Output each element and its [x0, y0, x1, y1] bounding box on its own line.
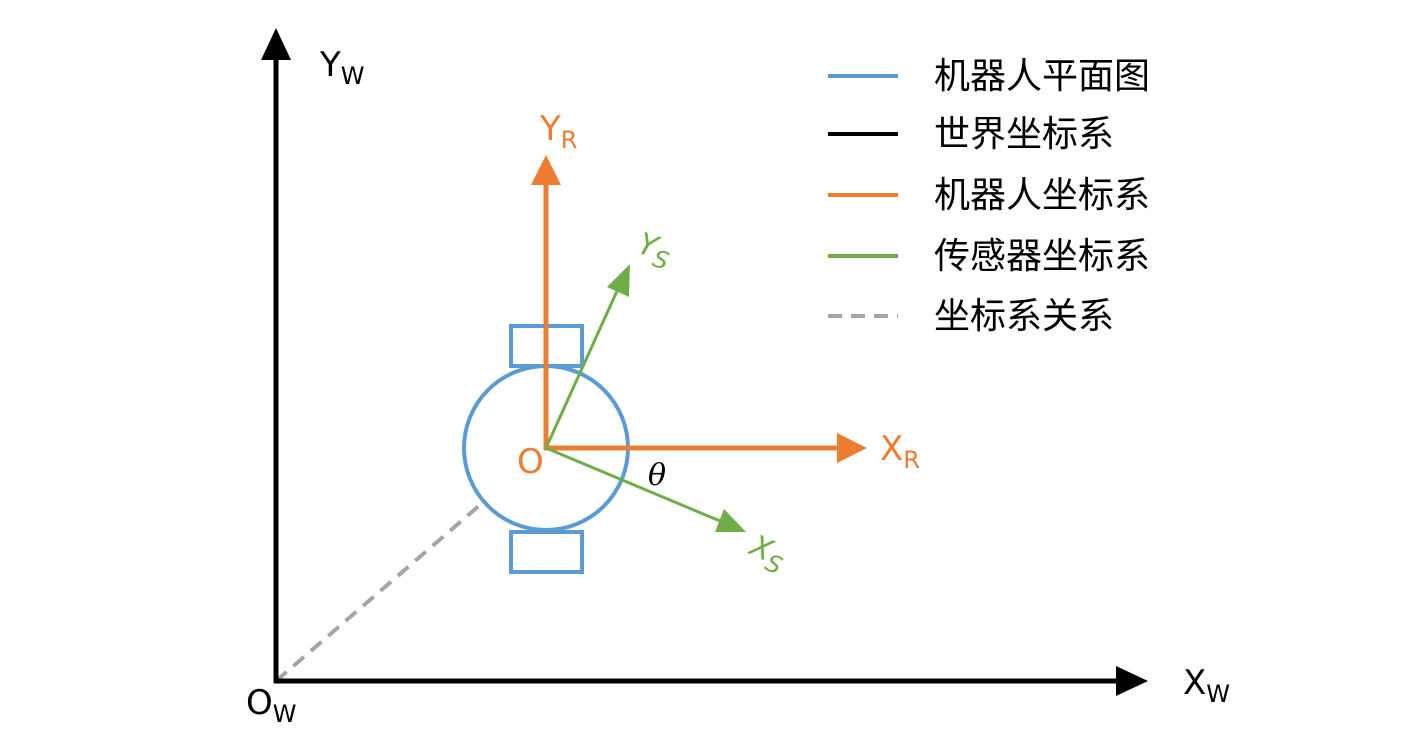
world-x-arrowhead — [1116, 666, 1148, 696]
legend-label: 坐标系关系 — [934, 296, 1114, 337]
legend-label: 世界坐标系 — [934, 114, 1114, 155]
sensor-y-arrowhead — [607, 264, 630, 297]
sensor-x-label: XS — [740, 528, 791, 581]
world-frame — [261, 28, 1148, 696]
sensor-y-axis — [544, 290, 619, 449]
sensor-y-label: YS — [632, 226, 677, 275]
sensor-x-arrowhead — [715, 509, 746, 532]
robot-origin-label: O — [517, 442, 544, 482]
robot-y-label: YR — [539, 109, 577, 154]
robot-y-arrowhead — [531, 155, 561, 185]
legend: 机器人平面图 世界坐标系 机器人坐标系 传感器坐标系 坐标系关系 — [828, 56, 1150, 337]
legend-item-world-frame: 世界坐标系 — [828, 114, 1114, 155]
legend-item-robot-frame: 机器人坐标系 — [828, 175, 1150, 216]
sensor-frame — [544, 264, 746, 532]
robot-frame — [531, 155, 867, 463]
legend-item-relation: 坐标系关系 — [828, 296, 1114, 337]
world-origin-label: OW — [246, 683, 297, 728]
robot-x-label: XR — [880, 429, 920, 474]
robot-x-arrowhead — [837, 433, 867, 463]
theta-angle-label: θ — [648, 458, 666, 493]
legend-label: 传感器坐标系 — [934, 236, 1150, 277]
sensor-x-axis — [545, 446, 721, 523]
legend-label: 机器人平面图 — [934, 56, 1150, 97]
legend-item-sensor-frame: 传感器坐标系 — [828, 236, 1150, 277]
legend-item-robot-plan: 机器人平面图 — [828, 56, 1150, 97]
robot-bottom-wheel — [509, 530, 584, 574]
world-x-label: XW — [1183, 663, 1230, 708]
legend-label: 机器人坐标系 — [934, 175, 1150, 216]
relation-dashed-line — [274, 446, 548, 683]
world-y-arrowhead — [261, 28, 291, 60]
world-y-label: YW — [319, 45, 365, 90]
